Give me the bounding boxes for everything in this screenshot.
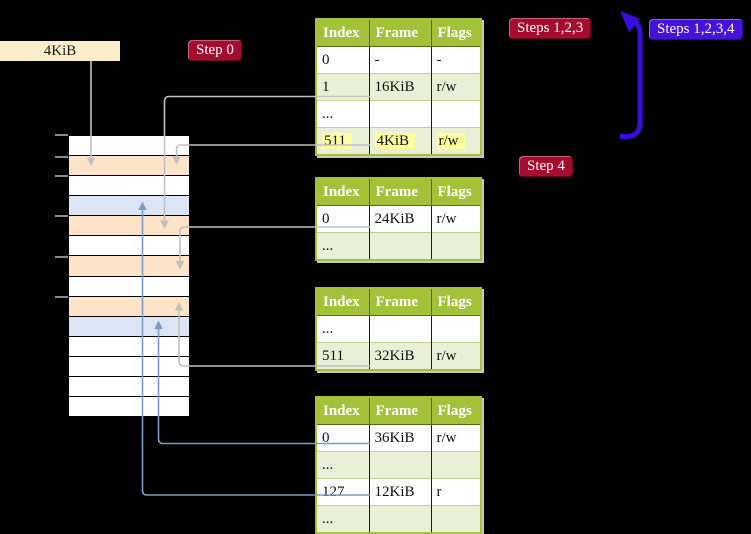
table-cell: 0 <box>316 205 370 233</box>
memory-row-white <box>69 376 189 398</box>
step4-badge: Step 4 <box>519 156 573 177</box>
table-cell <box>431 316 481 343</box>
step0-badge: Step 0 <box>188 40 242 61</box>
column-header-flags: Flags <box>431 178 481 206</box>
table-cell: - <box>369 46 432 74</box>
column-header-frame: Frame <box>369 178 432 206</box>
table-cell <box>431 233 481 261</box>
table-cell: 16KiB <box>369 73 432 101</box>
table-cell: - <box>436 51 442 68</box>
table-cell: r/w <box>436 78 457 95</box>
column-header-index: Index <box>316 288 370 316</box>
table-cell: r/w <box>436 347 457 364</box>
memory-row-peach <box>69 156 189 177</box>
column-header-index: Index <box>316 19 370 47</box>
memory-row-white <box>69 356 189 377</box>
table-cell: 36KiB <box>369 424 432 452</box>
memory-row-peach <box>69 216 189 237</box>
table-cell: 12KiB <box>369 478 432 506</box>
tick-mark <box>55 296 68 298</box>
table-cell <box>431 452 481 479</box>
table-cell: 4KiB <box>369 127 432 155</box>
table-cell: 0 <box>316 424 370 452</box>
table-cell <box>369 505 432 533</box>
memory-row-blue <box>69 316 189 337</box>
table-row: ... <box>316 315 481 343</box>
highlighted-value: 511 <box>322 132 352 149</box>
table-cell: ... <box>316 505 370 533</box>
table-cell <box>369 232 432 260</box>
memory-row-white <box>69 176 189 197</box>
arrowhead-up-left-icon <box>620 11 640 32</box>
highlighted-value: 4KiB <box>374 132 416 149</box>
tick-mark <box>55 156 68 158</box>
column-header-flags: Flags <box>431 288 481 316</box>
highlighted-value: r/w <box>436 132 465 149</box>
table-cell <box>369 315 432 343</box>
memory-row-white <box>69 136 189 157</box>
frame-size-label: 4KiB <box>0 41 120 61</box>
table-cell: ... <box>316 100 370 128</box>
memory-row-white <box>69 336 189 357</box>
memory-stack <box>68 135 190 417</box>
memory-row-white <box>69 276 189 297</box>
table-cell: 127 <box>316 478 370 506</box>
memory-row-peach <box>69 296 189 317</box>
column-header-index: Index <box>316 178 370 206</box>
steps-loop-arrow <box>620 11 643 139</box>
table-cell: 511 <box>316 342 370 370</box>
column-header-flags: Flags <box>431 397 481 425</box>
table-cell: r <box>436 483 442 500</box>
tick-mark <box>55 175 68 177</box>
tick-mark <box>55 215 68 217</box>
column-header-flags: Flags <box>431 19 481 47</box>
table-cell: ... <box>316 451 370 479</box>
table-cell: ... <box>316 315 370 343</box>
memory-row-blue <box>69 196 189 217</box>
memory-row-peach <box>69 256 189 277</box>
table-row: ... <box>316 100 481 128</box>
table-cell: 0 <box>316 46 370 74</box>
table-cell <box>431 506 481 534</box>
memory-row-white <box>69 236 189 257</box>
table-row: ... <box>316 232 481 261</box>
table-row: ... <box>316 505 481 534</box>
table-row: 0-- <box>316 46 481 74</box>
steps-1-2-3-4-badge: Steps 1,2,3,4 <box>649 19 743 40</box>
tick-mark <box>55 256 68 258</box>
table-cell <box>431 101 481 128</box>
table-cell: r/w <box>436 210 457 227</box>
table-cell: 24KiB <box>369 205 432 233</box>
table-cell <box>369 100 432 128</box>
column-header-frame: Frame <box>369 19 432 47</box>
memory-row-white <box>69 397 189 417</box>
column-header-frame: Frame <box>369 288 432 316</box>
tick-mark <box>55 134 68 136</box>
column-header-index: Index <box>316 397 370 425</box>
table-row: 511 4KiB r/w <box>316 127 481 156</box>
table-row: ... <box>316 451 481 479</box>
table-cell <box>369 451 432 479</box>
table-cell: r/w <box>431 128 481 156</box>
table-cell: 32KiB <box>369 342 432 370</box>
table-cell: 1 <box>316 73 370 101</box>
table-cell: 511 <box>316 127 370 155</box>
column-header-frame: Frame <box>369 397 432 425</box>
steps-1-2-3-badge: Steps 1,2,3 <box>509 18 592 39</box>
table-cell: ... <box>316 232 370 260</box>
table-cell: r/w <box>436 429 457 446</box>
